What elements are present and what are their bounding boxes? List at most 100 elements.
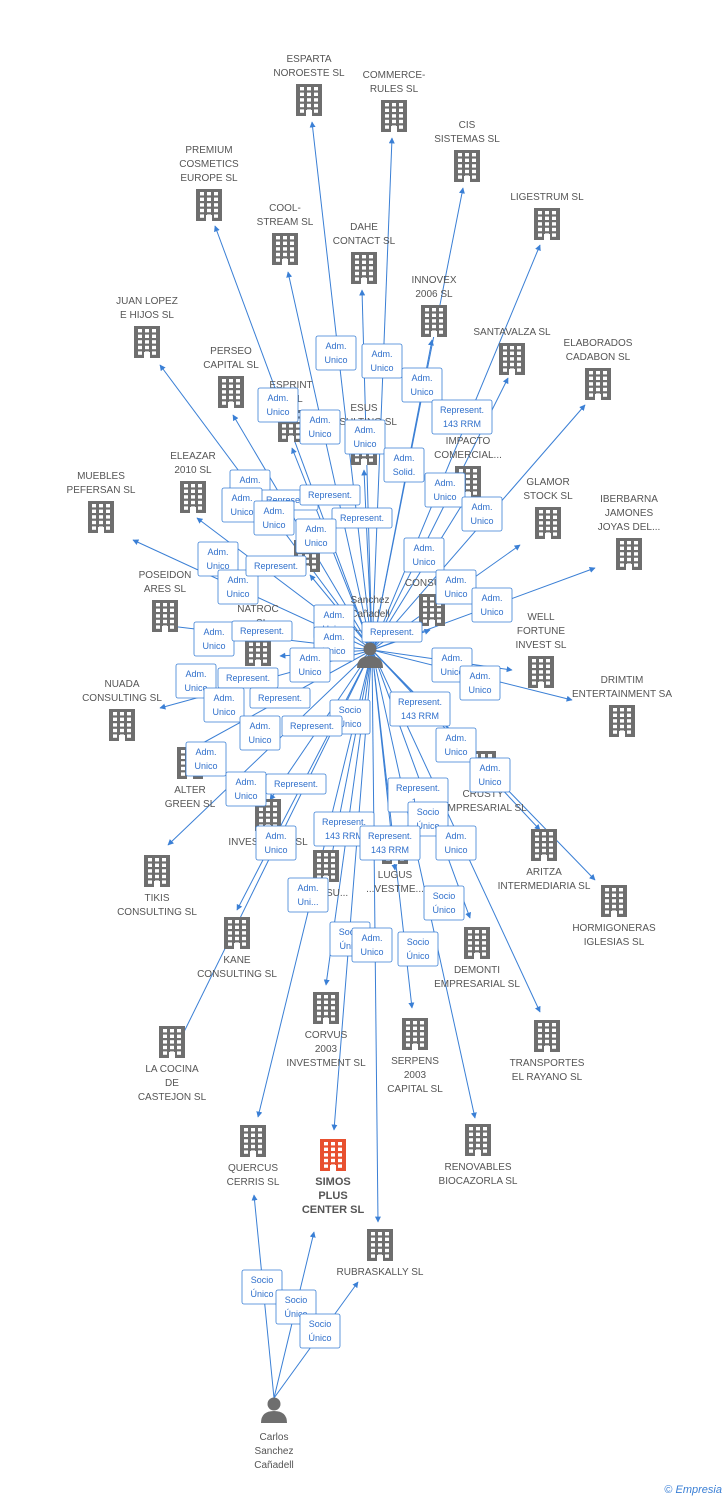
building-icon	[616, 538, 642, 570]
tikis-label-line: CONSULTING SL	[117, 907, 197, 918]
edge-label-text: Unico	[353, 439, 376, 449]
edge-label-text: Único	[284, 1309, 307, 1319]
edge-label-text: Adm.	[434, 478, 455, 488]
edge-label-text: Unico	[308, 429, 331, 439]
muebles-label-line: PEFERSAN SL	[67, 485, 136, 496]
copyright-symbol: ©	[664, 1484, 673, 1496]
edge-label-text: Único	[308, 1333, 331, 1343]
building-icon	[367, 1229, 393, 1261]
edge-label-text: Unico	[184, 683, 207, 693]
hormigoneras-label-line: IGLESIAS SL	[584, 937, 645, 948]
edge-label-text: Único	[406, 951, 429, 961]
aritza-label-line: INTERMEDIARIA SL	[498, 881, 591, 892]
company-node-coolstream[interactable]: COOL-STREAM SL	[257, 203, 314, 265]
edge-label: Adm.Unico	[239, 715, 281, 751]
natroc-label-line: NATROC	[237, 604, 278, 615]
copyright-notice: © Empresia	[664, 1484, 722, 1496]
edge-label-text: Unico	[468, 685, 491, 695]
company-node-santavalza[interactable]: SANTAVALZA SL	[473, 327, 551, 375]
hub-label-line: Cañadell	[350, 609, 389, 620]
edge-label-text: Adm.	[265, 831, 286, 841]
edge-label-text: Adm.	[249, 721, 270, 731]
edge-label: Represent.	[231, 620, 293, 642]
edge-label-text: Adm.	[235, 777, 256, 787]
relation-edge	[371, 244, 541, 651]
edge-label: Represent.	[249, 687, 311, 709]
edge-label-text: Represent.	[254, 561, 298, 571]
building-icon	[88, 501, 114, 533]
edge-label: Represent.	[299, 484, 361, 506]
edge-label-text: Represent.	[240, 626, 284, 636]
edge-label-text: Socio	[407, 937, 430, 947]
dahe-label-line: DAHE	[350, 222, 378, 233]
eleazar-label-line: 2010 SL	[174, 465, 212, 476]
company-node-eleazar[interactable]: ELEAZAR 2010 SL	[170, 451, 216, 513]
building-icon	[609, 705, 635, 737]
innovex-label-line: INNOVEX	[411, 275, 456, 286]
edge-label-text: Represent.	[322, 817, 366, 827]
edge-label-text: 143 RRM	[401, 711, 439, 721]
lacocina-label-line: DE	[165, 1078, 179, 1089]
company-node-rubraskally[interactable]: RUBRASKALLY SL	[337, 1229, 424, 1278]
juanlopez-label-line: E HIJOS SL	[120, 310, 174, 321]
premium-label-line: COSMETICS	[179, 159, 239, 170]
simos-label-line: CENTER SL	[302, 1204, 365, 1216]
edge-label-text: Adm.	[213, 693, 234, 703]
building-icon	[534, 1020, 560, 1052]
edge-label-text: Represent.	[274, 779, 318, 789]
edge-label-text: Uni...	[297, 897, 318, 907]
edge-label-text: Unico	[262, 520, 285, 530]
edge-label-text: Represent.	[290, 721, 334, 731]
company-node-commerce[interactable]: COMMERCE-RULES SL	[363, 70, 426, 132]
edge-label-text: Unico	[360, 947, 383, 957]
edge-label-text: Adm.	[393, 453, 414, 463]
edge-label-text: Unico	[212, 707, 235, 717]
edge-label-text: Adm.	[481, 593, 502, 603]
edge-label: Adm.Unico	[253, 500, 295, 536]
building-icon	[381, 100, 407, 132]
lugus-label-line: ...VESTME...	[366, 884, 424, 895]
serpens-label-line: 2003	[404, 1070, 427, 1081]
edge-label-text: Adm.	[411, 373, 432, 383]
edge-label: Represent.143 RRM	[431, 399, 493, 435]
building-icon	[159, 1026, 185, 1058]
edge-label: Adm.Unico	[185, 741, 227, 777]
building-icon	[240, 1125, 266, 1157]
edge-label-text: Unico	[324, 355, 347, 365]
iberbarna-label-line: JOYAS DEL...	[598, 522, 661, 533]
eleazar-label-line: ELEAZAR	[170, 451, 216, 462]
edge-label-text: Unico	[298, 667, 321, 677]
kane-label-line: CONSULTING SL	[197, 969, 277, 980]
esparta-label-line: ESPARTA	[286, 54, 331, 65]
company-node-ligestrum[interactable]: LIGESTRUM SL	[510, 192, 584, 240]
edge-label-text: Adm.	[323, 632, 344, 642]
